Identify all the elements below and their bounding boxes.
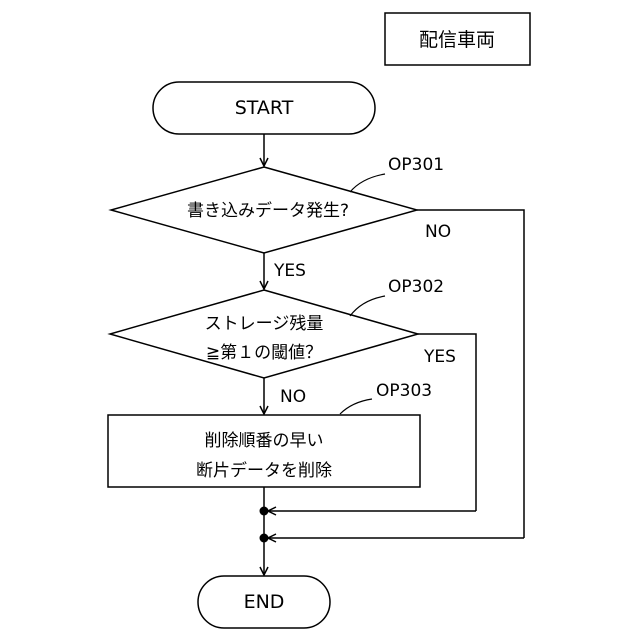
op301-question: 書き込みデータ発生? [187,200,349,221]
process-op303: 削除順番の早い 断片データを削除 OP303 [108,381,432,487]
op302-line2: ≧第１の閾値？ [206,343,322,363]
op301-yes-label: YES [273,261,306,281]
op301-leader-line [350,174,385,192]
header-title: 配信車両 [419,29,495,51]
op303-ref-label: OP303 [376,381,432,401]
op302-leader-line [350,296,385,316]
op302-line1: ストレージ残量 [205,314,324,334]
op301-no-line [417,210,524,538]
decision-op302: ストレージ残量 ≧第１の閾値？ OP302 [110,277,444,378]
op302-ref-label: OP302 [388,277,444,297]
op301-no-label: NO [425,222,451,242]
junction-dot-1 [260,507,269,516]
op303-line2: 断片データを削除 [196,460,332,481]
start-label: START [235,97,294,119]
junction-dot-2 [260,534,269,543]
start-terminal: START [153,82,375,134]
op303-leader-line [340,399,372,414]
op303-line1: 削除順番の早い [205,431,324,451]
op302-no-label: NO [280,387,306,407]
decision-op301: 書き込みデータ発生? OP301 [111,155,444,253]
decision-op302-shape [110,290,418,378]
op302-yes-label: YES [423,347,456,367]
end-label: END [244,591,285,613]
header-box: 配信車両 [385,13,530,65]
op301-ref-label: OP301 [388,155,444,175]
end-terminal: END [198,576,330,628]
